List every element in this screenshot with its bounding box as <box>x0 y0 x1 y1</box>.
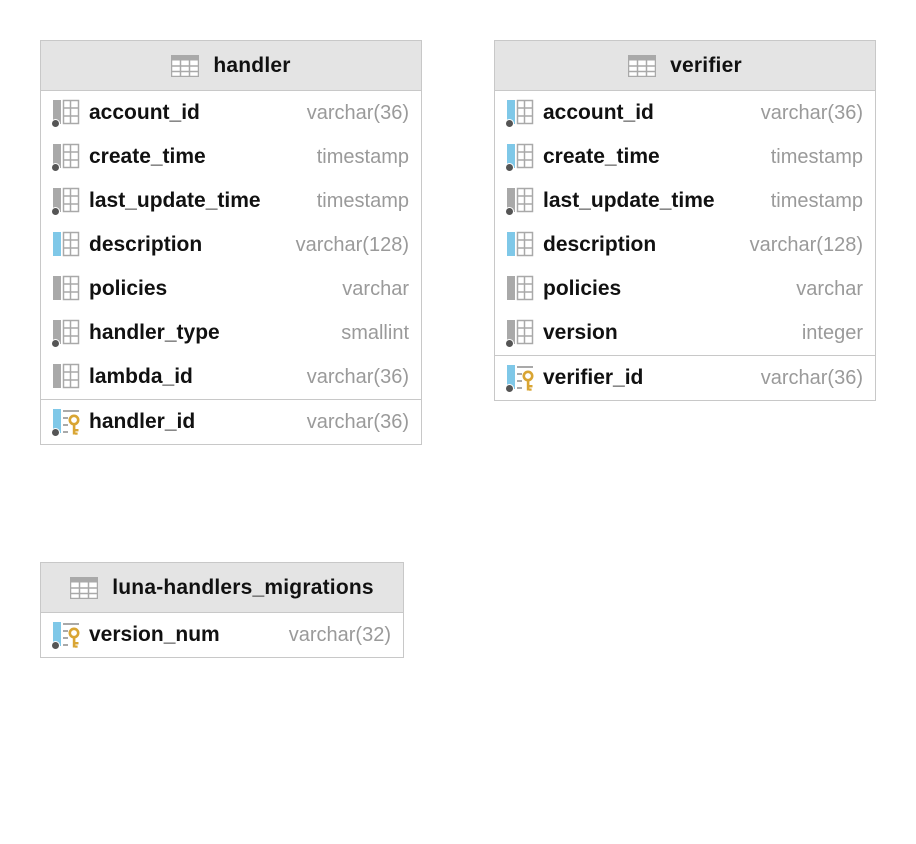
primary-key-icon <box>51 620 81 650</box>
column-icon <box>51 274 81 304</box>
column-type: varchar(36) <box>306 101 409 124</box>
column-type: varchar <box>796 277 863 300</box>
column-type: varchar <box>342 277 409 300</box>
column-not-null-icon <box>51 318 81 348</box>
table-grid-icon <box>171 54 200 77</box>
column-icon <box>51 362 81 392</box>
column-type: varchar(36) <box>306 410 409 433</box>
column-row-last-update-time[interactable]: last_update_time timestamp <box>41 179 421 223</box>
table-grid-icon <box>70 576 99 599</box>
column-type: timestamp <box>316 145 409 168</box>
primary-key-row-handler-id[interactable]: handler_id varchar(36) <box>41 400 421 444</box>
column-name: handler_type <box>89 321 220 344</box>
table-luna-handlers-migrations[interactable]: luna-handlers_migrations version_num varch… <box>40 562 404 658</box>
column-name: policies <box>543 277 622 300</box>
columns-section: account_id varchar(36) create_time timestam… <box>495 91 875 355</box>
column-row-account-id[interactable]: account_id varchar(36) <box>41 91 421 135</box>
table-title: handler <box>213 53 291 77</box>
column-not-null-icon <box>51 186 81 216</box>
column-type: timestamp <box>316 189 409 212</box>
column-type: varchar(36) <box>760 366 863 389</box>
column-name: policies <box>89 277 168 300</box>
primary-key-section: handler_id varchar(36) <box>41 399 421 444</box>
column-name: version <box>543 321 618 344</box>
column-name: description <box>543 233 657 256</box>
column-row-handler-type[interactable]: handler_type smallint <box>41 311 421 355</box>
column-not-null-icon <box>505 186 535 216</box>
primary-key-icon <box>51 407 81 437</box>
column-icon <box>51 230 81 260</box>
column-name: account_id <box>89 101 200 124</box>
column-name: create_time <box>89 145 206 168</box>
column-icon <box>505 230 535 260</box>
column-not-null-icon <box>51 98 81 128</box>
column-icon <box>505 274 535 304</box>
primary-key-section: verifier_id varchar(36) <box>495 355 875 400</box>
columns-section: account_id varchar(36) create_time timestam… <box>41 91 421 399</box>
column-type: varchar(128) <box>295 233 409 256</box>
column-name: account_id <box>543 101 654 124</box>
column-name: description <box>89 233 203 256</box>
table-title: verifier <box>670 53 742 77</box>
column-type: varchar(32) <box>288 623 391 646</box>
table-verifier[interactable]: verifier account_id varchar(36) create_time… <box>494 40 876 401</box>
column-type: smallint <box>341 321 409 344</box>
column-row-policies[interactable]: policies varchar <box>41 267 421 311</box>
column-type: integer <box>801 321 863 344</box>
column-row-description[interactable]: description varchar(128) <box>41 223 421 267</box>
primary-key-row-verifier-id[interactable]: verifier_id varchar(36) <box>495 356 875 400</box>
table-title: luna-handlers_migrations <box>112 575 374 599</box>
column-row-version[interactable]: version integer <box>495 311 875 355</box>
primary-key-icon <box>505 363 535 393</box>
column-name: handler_id <box>89 410 196 433</box>
column-row-account-id[interactable]: account_id varchar(36) <box>495 91 875 135</box>
column-row-last-update-time[interactable]: last_update_time timestamp <box>495 179 875 223</box>
column-row-policies[interactable]: policies varchar <box>495 267 875 311</box>
column-name: last_update_time <box>543 189 715 212</box>
column-row-create-time[interactable]: create_time timestamp <box>495 135 875 179</box>
table-grid-icon <box>628 54 657 77</box>
table-header[interactable]: luna-handlers_migrations <box>41 563 403 613</box>
column-name: create_time <box>543 145 660 168</box>
column-name: lambda_id <box>89 365 193 388</box>
column-row-description[interactable]: description varchar(128) <box>495 223 875 267</box>
column-type: timestamp <box>770 145 863 168</box>
table-header[interactable]: verifier <box>495 41 875 91</box>
column-type: timestamp <box>770 189 863 212</box>
column-name: verifier_id <box>543 366 644 389</box>
column-name: version_num <box>89 623 220 646</box>
column-not-null-icon <box>51 142 81 172</box>
column-not-null-icon <box>505 142 535 172</box>
column-not-null-icon <box>505 318 535 348</box>
column-not-null-icon <box>505 98 535 128</box>
column-type: varchar(36) <box>306 365 409 388</box>
column-row-lambda-id[interactable]: lambda_id varchar(36) <box>41 355 421 399</box>
column-row-create-time[interactable]: create_time timestamp <box>41 135 421 179</box>
primary-key-row-version-num[interactable]: version_num varchar(32) <box>41 613 403 657</box>
column-type: varchar(36) <box>760 101 863 124</box>
column-type: varchar(128) <box>749 233 863 256</box>
column-name: last_update_time <box>89 189 261 212</box>
table-header[interactable]: handler <box>41 41 421 91</box>
primary-key-section: version_num varchar(32) <box>41 613 403 657</box>
